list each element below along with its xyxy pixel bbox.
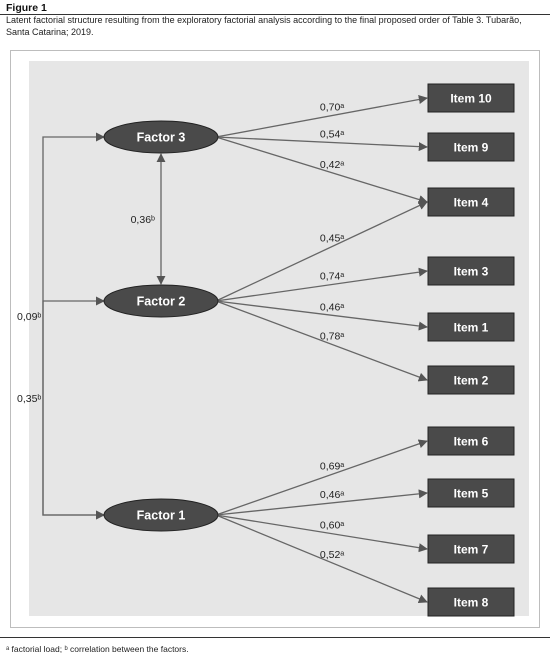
item-node-i1 [427, 312, 515, 342]
figure-title: Figure 1 [6, 2, 47, 14]
nodes-layer: Factor 3 Factor 2 Factor 1 Item 10 Item 9 Ite… [103, 83, 515, 617]
loading-label-i2: 0,78ᵃ [320, 330, 344, 342]
item-node-i9 [427, 132, 515, 162]
factor-label-f2: Factor 2 [137, 295, 186, 309]
loading-arrow-f1-i5 [215, 489, 428, 516]
item-label-i1: Item 1 [454, 321, 489, 335]
item-label-i3: Item 3 [454, 265, 489, 279]
loading-arrow-f3-i9 [215, 136, 428, 152]
loading-arrow-f1-i7 [215, 514, 428, 553]
loading-label-i6: 0,69ᵃ [320, 460, 344, 472]
item-label-i9: Item 9 [454, 141, 489, 155]
item-label-i8: Item 8 [454, 596, 489, 610]
figure-footnote: ᵃ factorial load; ᵇ correlation between … [6, 644, 189, 654]
item-label-i10: Item 10 [450, 92, 492, 106]
item-label-i4: Item 4 [454, 196, 489, 210]
edges-layer: 0,70ᵃ 0,54ᵃ 0,42ᵃ 0,45ᵃ 0,74ᵃ 0,46ᵃ 0,78ᵃ 0,69ᵃ… [17, 95, 428, 604]
loading-label-i8: 0,52ᵃ [320, 549, 344, 561]
loading-label-i7: 0,60ᵃ [320, 520, 344, 532]
loading-label-i9: 0,54ᵃ [320, 129, 344, 141]
footnote-rule [0, 637, 550, 638]
correlation-label-f3-f1: 0,09ᵇ [17, 311, 41, 323]
factor-label-f3: Factor 3 [137, 131, 186, 145]
item-node-i10 [427, 83, 515, 113]
figure-caption: Latent factorial structure resulting fro… [6, 15, 522, 37]
loading-label-i4: 0,45ᵃ [320, 233, 344, 245]
item-node-i6 [427, 426, 515, 456]
loading-label-i4: 0,42ᵃ [320, 159, 344, 171]
loading-arrow-f2-i1 [215, 300, 428, 331]
loading-label-i3: 0,74ᵃ [320, 271, 344, 283]
diagram-panel: 0,70ᵃ 0,54ᵃ 0,42ᵃ 0,45ᵃ 0,74ᵃ 0,46ᵃ 0,78ᵃ 0,69ᵃ… [10, 50, 540, 628]
title-rule [0, 14, 550, 15]
loading-arrow-f1-i6 [215, 439, 428, 516]
factor-label-f1: Factor 1 [137, 509, 186, 523]
loading-arrow-f2-i2 [215, 300, 428, 382]
item-node-i8 [427, 587, 515, 617]
factor-node-f3 [103, 120, 219, 154]
item-label-i2: Item 2 [454, 374, 489, 388]
correlation-label-f2-f1: 0,35ᵇ [17, 393, 41, 405]
factor-node-f2 [103, 284, 219, 318]
correlation-arrow-f3-f1 [42, 132, 105, 520]
item-node-i2 [427, 365, 515, 395]
item-label-i6: Item 6 [454, 435, 489, 449]
loading-arrow-f2-i4 [215, 201, 428, 302]
path-diagram: 0,70ᵃ 0,54ᵃ 0,42ᵃ 0,45ᵃ 0,74ᵃ 0,46ᵃ 0,78ᵃ 0,69ᵃ… [17, 61, 529, 617]
item-node-i5 [427, 478, 515, 508]
item-label-i7: Item 7 [454, 543, 489, 557]
loading-arrow-f2-i3 [215, 267, 428, 302]
item-node-i4 [427, 187, 515, 217]
loading-arrow-f1-i8 [215, 514, 428, 604]
item-node-i3 [427, 256, 515, 286]
item-label-i5: Item 5 [454, 487, 489, 501]
factor-node-f1 [103, 498, 219, 532]
loading-label-i1: 0,46ᵃ [320, 301, 344, 313]
loading-arrow-f3-i4 [215, 136, 428, 204]
item-node-i7 [427, 534, 515, 564]
loading-label-i5: 0,46ᵃ [320, 489, 344, 501]
loading-arrow-f3-i10 [215, 95, 428, 138]
loading-label-i10: 0,70ᵃ [320, 102, 344, 114]
correlation-label-f3-f2: 0,36ᵇ [131, 214, 155, 226]
